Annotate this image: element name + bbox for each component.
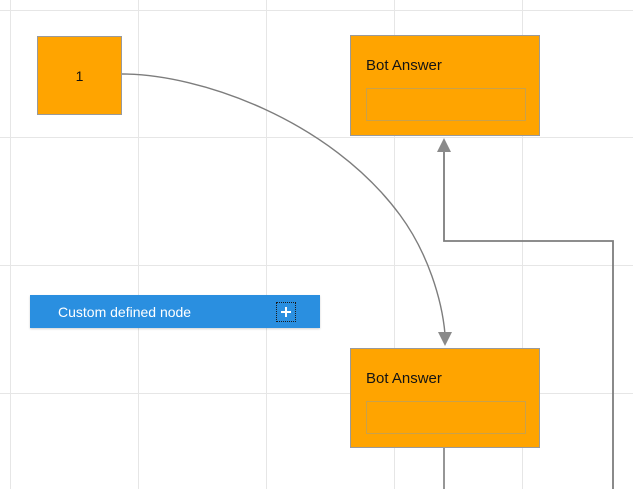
node-bot-answer-top-field[interactable] xyxy=(366,88,526,121)
orthogonal-connector-arrowhead xyxy=(437,138,451,152)
node-bot-answer-bottom[interactable]: Bot Answer xyxy=(350,348,540,448)
orthogonal-connector[interactable] xyxy=(443,152,614,489)
node-bot-answer-top-title: Bot Answer xyxy=(366,57,442,74)
curved-connector[interactable] xyxy=(121,73,446,335)
curved-connector-arrowhead xyxy=(438,332,452,346)
palette-item-label: Custom defined node xyxy=(58,303,192,320)
palette-item-custom-defined-node[interactable]: Custom defined node xyxy=(30,295,320,328)
node-bot-answer-bottom-title: Bot Answer xyxy=(366,370,442,387)
plus-icon[interactable] xyxy=(276,301,296,322)
node-bot-answer-top[interactable]: Bot Answer xyxy=(350,35,540,136)
node-start[interactable]: 1 xyxy=(37,36,122,115)
node-bot-answer-bottom-field[interactable] xyxy=(366,401,526,434)
node-start-label: 1 xyxy=(75,67,84,84)
